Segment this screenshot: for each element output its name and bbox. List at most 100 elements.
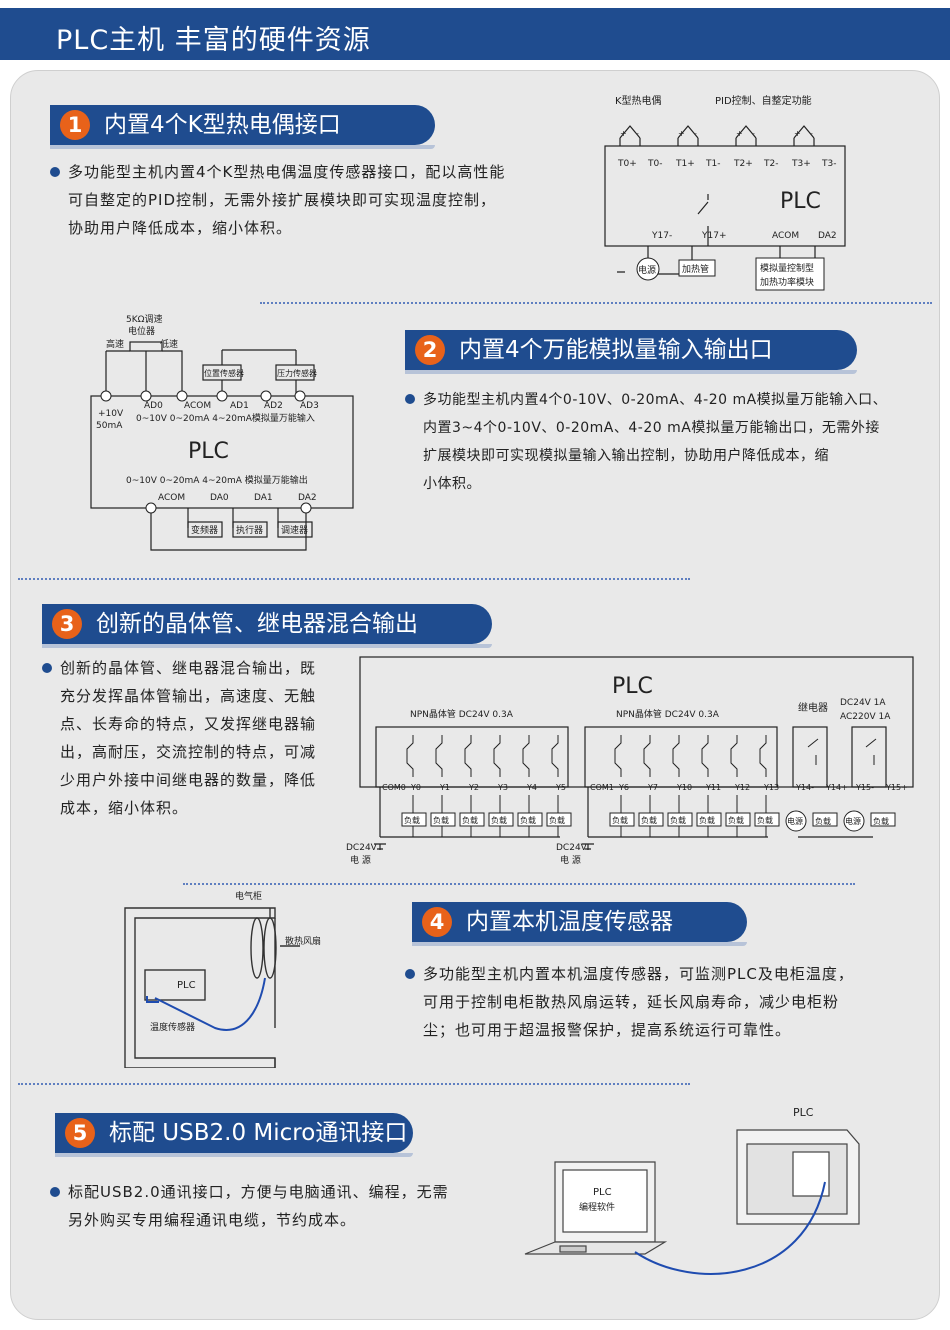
svg-text:散热风扇: 散热风扇 [285, 935, 321, 947]
text-line: 内置3~4个0-10V、0-20mA、4-20 mA模拟量万能输出口，无需外接 [423, 420, 880, 436]
k-type-label: K型热电偶 [615, 94, 662, 107]
svg-text:DC24V: DC24V [556, 843, 588, 853]
svg-text:DC24V: DC24V [346, 843, 378, 853]
section-title: 内置4个万能模拟量输入输出口 [459, 337, 773, 363]
section-number: 3 [52, 609, 82, 639]
load-box [430, 812, 456, 827]
load-label: 负载 [873, 816, 889, 826]
svg-text:调速器: 调速器 [281, 525, 308, 536]
text-line: 标配USB2.0通讯接口，方便与电脑通讯、编程，无需 [68, 1183, 449, 1201]
output-terminal-label: Y11 [705, 783, 721, 792]
svg-text:DA2: DA2 [298, 493, 317, 503]
svg-text:5KΩ调速: 5KΩ调速 [126, 314, 163, 325]
load-box [488, 812, 514, 827]
plc-label: PLC [780, 189, 821, 214]
power-circle [785, 810, 807, 832]
svg-text:编程软件: 编程软件 [579, 1201, 615, 1213]
svg-text:T2-: T2- [763, 159, 778, 169]
divider [18, 1083, 690, 1085]
svg-text:AD3: AD3 [300, 401, 319, 411]
bullet-dot [405, 394, 415, 404]
mixed-output-diagram: PLC NPN晶体管 DC24V 0.3A NPN晶体管 DC24V 0.3A … [346, 656, 914, 866]
transistor-symbol [759, 735, 767, 777]
section-number: 5 [65, 1118, 95, 1148]
load-label: 负载 [670, 815, 686, 825]
load-label: 负载 [815, 816, 831, 826]
transistor-symbol [614, 735, 622, 777]
analog-io-diagram: 5KΩ调速 电位器 高速 低速 位置传感器 压力传感器 +10V 50mA AD… [90, 314, 354, 551]
text-line: 出，高耐压，交流控制的特点，可减 [60, 743, 317, 761]
svg-text:DA2: DA2 [818, 231, 837, 241]
section-5-header: 5 标配 USB2.0 Micro通讯接口 [55, 1113, 413, 1157]
text-line: 小体积。 [423, 476, 481, 492]
svg-text:AC220V 1A: AC220V 1A [840, 712, 891, 722]
bullet-dot [50, 167, 60, 177]
text-line: 多功能型主机内置本机温度传感器，可监测PLC及电柜温度， [423, 965, 854, 983]
text-line: 充分发挥晶体管输出，高速度、无触 [60, 687, 317, 705]
section-number: 1 [60, 110, 90, 140]
transistor-symbol [406, 735, 414, 777]
text-line: 可自整定的PID控制，无需外接扩展模块即可实现温度控制， [68, 191, 497, 209]
bullet-dot [42, 663, 52, 673]
load-label: 负载 [433, 815, 449, 825]
relay-terminal-label: Y14+ [825, 783, 848, 792]
svg-text:继电器: 继电器 [798, 701, 828, 714]
svg-text:电 源: 电 源 [350, 854, 371, 866]
load-box [870, 812, 896, 827]
svg-text:T1+: T1+ [675, 159, 695, 169]
svg-text:执行器: 执行器 [236, 524, 263, 536]
svg-text:+: + [794, 129, 801, 138]
text-line: 少用户外接中间继电器的数量，降低 [60, 771, 317, 789]
svg-text:ACOM: ACOM [772, 231, 799, 241]
page-title: PLC主机 丰富的硬件资源 [56, 25, 371, 56]
load-box [696, 812, 722, 827]
divider [260, 302, 932, 304]
svg-text:50mA: 50mA [96, 421, 123, 431]
section-2-header: 2 内置4个万能模拟量输入输出口 [405, 330, 857, 374]
relay-contact-symbol [807, 738, 819, 765]
load-label: 负载 [549, 815, 565, 825]
transistor-symbol [464, 735, 472, 777]
output-terminal-label: COM0 [382, 783, 406, 792]
svg-text:0~10V 0~20mA 4~20mA 模拟量万能输出: 0~10V 0~20mA 4~20mA 模拟量万能输出 [126, 474, 308, 486]
svg-text:T3+: T3+ [791, 159, 811, 169]
svg-text:PLC: PLC [593, 1187, 612, 1198]
output-terminal-label: Y7 [647, 783, 658, 792]
svg-text:+: + [678, 129, 685, 138]
text-line: 尘；也可用于超温报警保护，提高系统运行可靠性。 [423, 1021, 792, 1039]
section-number: 2 [415, 335, 445, 365]
load-box [401, 812, 427, 827]
text-line: 另外购买专用编程通讯电缆，节约成本。 [68, 1211, 357, 1229]
power-circle [843, 810, 865, 832]
svg-text:位置传感器: 位置传感器 [204, 368, 244, 378]
svg-text:变频器: 变频器 [191, 524, 218, 536]
relay-terminal-label: Y14- [795, 783, 814, 792]
text-line: 创新的晶体管、继电器混合输出，既 [60, 659, 317, 677]
svg-text:低速: 低速 [160, 338, 178, 350]
load-box [725, 812, 751, 827]
svg-text:+10V: +10V [98, 409, 124, 419]
output-terminal-label: Y4 [526, 783, 537, 792]
section-1-header: 1 内置4个K型热电偶接口 [50, 105, 435, 149]
transistor-symbol [672, 735, 680, 777]
text-line: 扩展模块即可实现模拟量输入输出控制，协助用户降低成本，缩 [423, 448, 829, 464]
svg-text:-: - [636, 129, 639, 138]
output-terminal-label: Y3 [497, 783, 508, 792]
load-label: 负载 [491, 815, 507, 825]
svg-text:+: + [736, 129, 743, 138]
text-line: 点、长寿命的特点，又发挥继电器输 [60, 715, 317, 733]
load-box [812, 812, 838, 827]
svg-text:Y17+: Y17+ [701, 231, 727, 241]
transistor-symbol [435, 735, 443, 777]
text-line: 多功能型主机内置4个K型热电偶温度传感器接口，配以高性能 [68, 163, 506, 181]
transistor-symbol [493, 735, 501, 777]
svg-text:Y17-: Y17- [651, 231, 672, 241]
output-terminal-label: Y5 [555, 783, 566, 792]
section-title: 标配 USB2.0 Micro通讯接口 [109, 1120, 408, 1146]
svg-text:T1-: T1- [705, 159, 720, 169]
section-3-header: 3 创新的晶体管、继电器混合输出 [42, 604, 492, 648]
output-terminal-label: Y1 [439, 783, 450, 792]
svg-text:ACOM: ACOM [158, 493, 185, 503]
text-line: 协助用户降低成本，缩小体积。 [68, 219, 293, 237]
load-label: 负载 [404, 815, 420, 825]
